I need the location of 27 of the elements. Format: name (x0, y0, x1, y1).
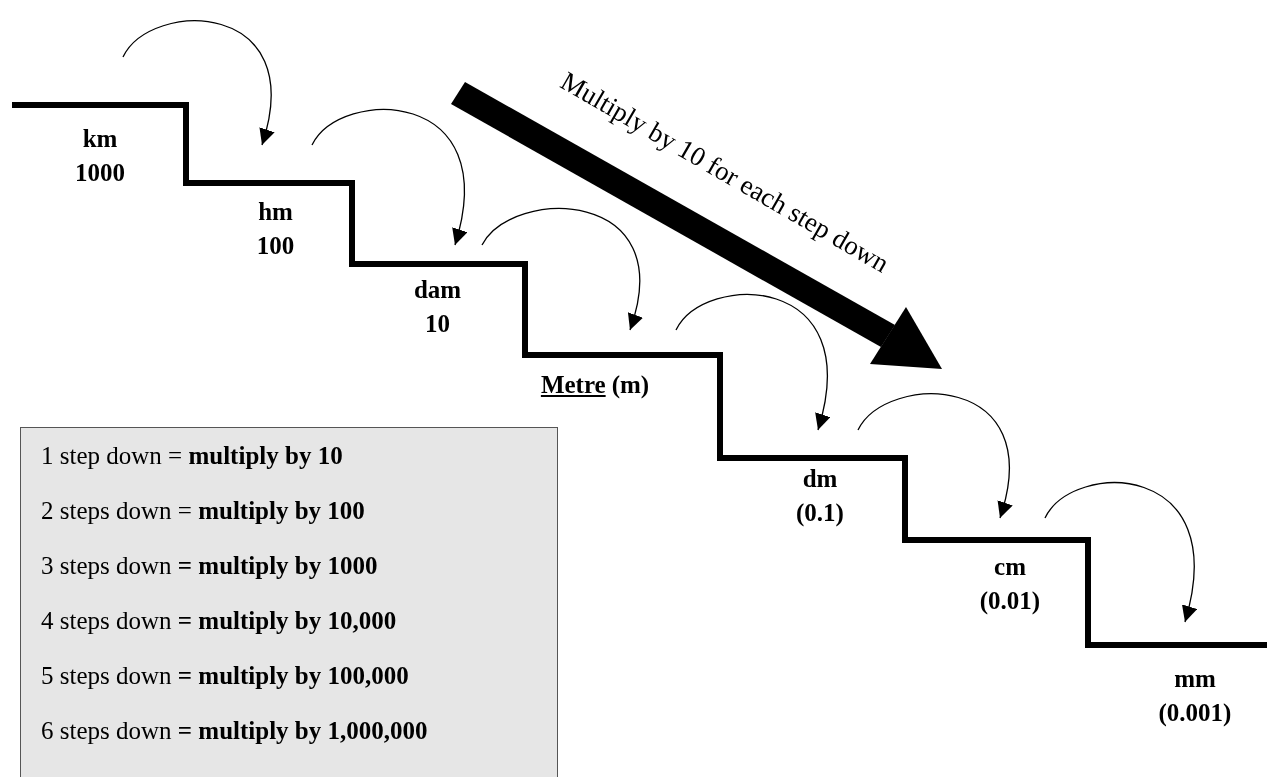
unit-label: hm (258, 197, 293, 227)
curved-arrow (857, 393, 1012, 519)
unit-label: dam (413, 275, 462, 305)
unit-value: (0.001) (1158, 698, 1232, 729)
unit-value: (0.1) (796, 498, 844, 529)
unit-label: mm (1174, 664, 1216, 694)
unit-value: (0.01) (979, 586, 1041, 616)
unit-label: km (82, 124, 118, 154)
unit-label: dm (802, 464, 838, 494)
rule-text: 5 steps down = multiply by 100,000 (41, 662, 410, 690)
unit-value: 10 (425, 309, 450, 339)
unit-symbol: (m) (611, 370, 650, 400)
curved-arrow (675, 294, 830, 431)
curved-arrow (122, 20, 274, 146)
rules-panel (20, 427, 558, 777)
rule-text: 6 steps down = multiply by 1,000,000 (41, 717, 429, 745)
unit-value: 100 (256, 231, 295, 261)
rule-text: 4 steps down = multiply by 10,000 (41, 607, 398, 635)
curved-arrow (311, 109, 467, 246)
rule-text: 3 steps down = multiply by 1000 (41, 552, 379, 580)
curved-arrow (1044, 482, 1197, 623)
rule-text: 1 step down = multiply by 10 (41, 442, 344, 470)
rule-text: 2 steps down = multiply by 100 (41, 497, 366, 525)
unit-value: 1000 (75, 158, 125, 188)
unit-name: Metre (540, 370, 606, 400)
unit-label: cm (994, 552, 1026, 582)
curved-arrow (481, 208, 642, 331)
